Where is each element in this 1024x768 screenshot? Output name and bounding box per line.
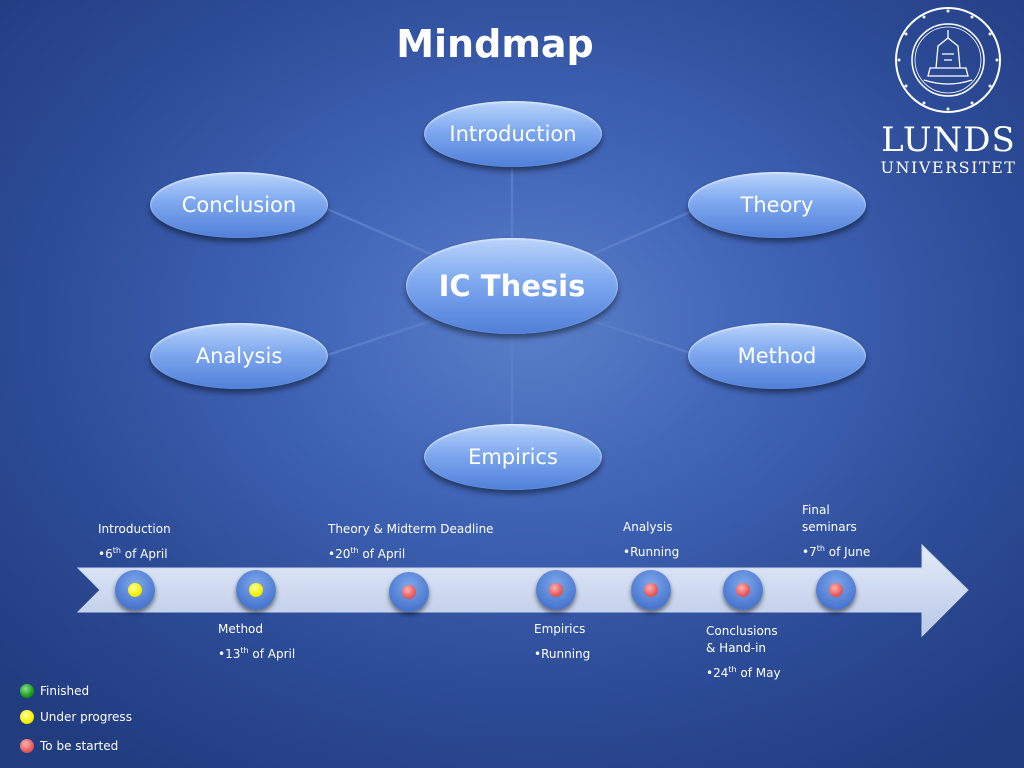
to-be-started-dot: [736, 583, 750, 597]
timeline-marker-analysis: [631, 570, 671, 610]
timeline-marker-introduction: [115, 570, 155, 610]
finished-icon: [20, 684, 34, 698]
timeline-date: •24th of May: [706, 665, 781, 680]
timeline-date: •Running: [534, 647, 591, 661]
timeline-label-text: Conclusions: [706, 624, 778, 638]
to-be-started-dot: [829, 583, 843, 597]
timeline-label-text: Theory & Midterm Deadline: [328, 522, 494, 536]
timeline-date: •20th of April: [328, 546, 406, 561]
timeline-label-conclusions: Conclusions & Hand-in •24th of May: [706, 623, 781, 682]
university-logo: LUNDS UNIVERSITET: [876, 6, 1021, 178]
connector-conclusion: [317, 203, 441, 260]
node-method: Method: [688, 323, 866, 389]
under-progress-dot: [128, 583, 142, 597]
timeline-label-text: seminars: [802, 520, 857, 534]
to-be-started-dot: [549, 583, 563, 597]
timeline-label-empirics: Empirics •Running: [534, 621, 590, 663]
timeline-label-text: Final: [802, 503, 830, 517]
timeline-label-text: Empirics: [534, 622, 586, 636]
timeline-marker-conclusions: [723, 570, 763, 610]
to-be-started-dot: [644, 583, 658, 597]
node-empirics: Empirics: [424, 424, 602, 490]
timeline-label-analysis: Analysis •Running: [623, 519, 679, 561]
timeline-date: •6th of April: [98, 546, 168, 561]
timeline-label-theory: Theory & Midterm Deadline •20th of April: [328, 521, 494, 563]
timeline-date: •Running: [623, 545, 680, 559]
timeline-label-text: & Hand-in: [706, 641, 767, 655]
timeline-date: •7th of June: [802, 544, 871, 559]
timeline-label-method: Method •13th of April: [218, 621, 295, 663]
under-progress-dot: [249, 583, 263, 597]
timeline-label-final-seminars: Final seminars •7th of June: [802, 502, 870, 561]
to-be-started-dot: [402, 585, 416, 599]
legend-label: To be started: [40, 739, 119, 753]
legend-label: Finished: [40, 684, 90, 698]
timeline-arrow: [76, 543, 969, 638]
node-analysis: Analysis: [150, 323, 328, 389]
timeline-marker-final-seminars: [816, 570, 856, 610]
timeline-marker-theory: [389, 572, 429, 612]
timeline-label-text: Introduction: [98, 522, 171, 536]
timeline-label-introduction: Introduction •6th of April: [98, 521, 171, 563]
connector-analysis: [317, 316, 441, 360]
university-seal-icon: [895, 7, 1001, 113]
timeline-marker-empirics: [536, 570, 576, 610]
to-be-started-icon: [20, 739, 34, 753]
under-progress-icon: [20, 710, 34, 724]
logo-wordmark-lunds: LUNDS: [881, 120, 1016, 160]
node-introduction: Introduction: [424, 101, 602, 167]
timeline-label-text: Analysis: [623, 520, 673, 534]
node-theory: Theory: [688, 172, 866, 238]
connector-method: [583, 316, 707, 360]
connector-theory: [583, 203, 707, 260]
legend-label: Under progress: [40, 710, 132, 724]
timeline-date: •13th of April: [218, 646, 296, 661]
node-conclusion: Conclusion: [150, 172, 328, 238]
timeline-marker-method: [236, 570, 276, 610]
page-title: Mindmap: [396, 22, 594, 66]
node-ic-thesis: IC Thesis: [406, 238, 618, 334]
logo-wordmark-universitet: UNIVERSITET: [880, 158, 1017, 177]
timeline-label-text: Method: [218, 622, 264, 636]
